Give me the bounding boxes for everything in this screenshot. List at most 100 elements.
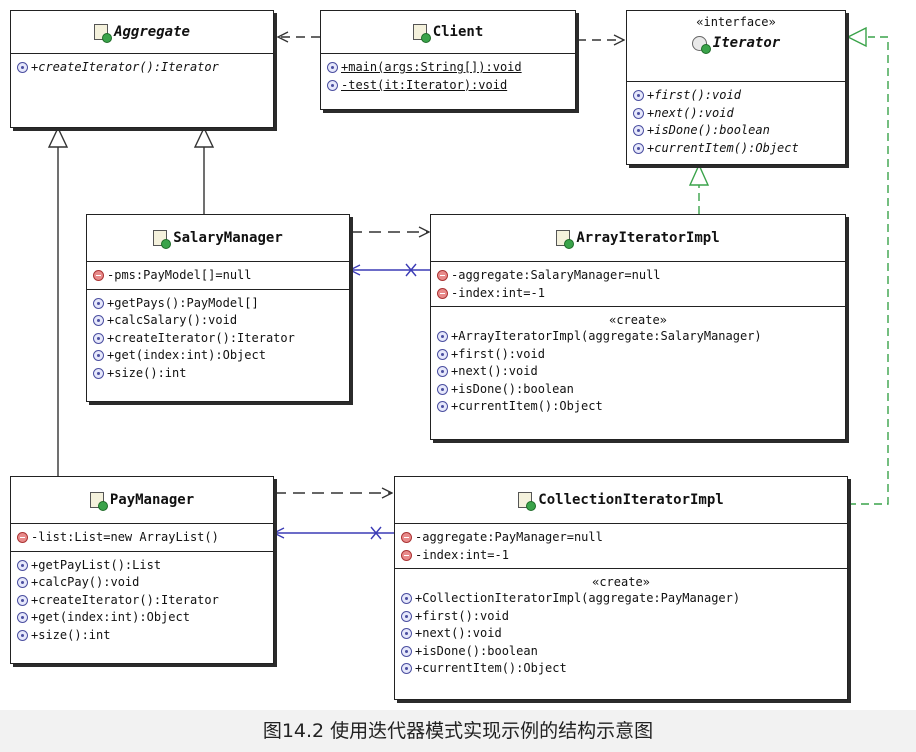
class-aggregate-header: Aggregate: [11, 11, 273, 54]
class-array-iterator-impl-operations: «create» +ArrayIteratorImpl(aggregate:Sa…: [431, 307, 845, 420]
public-method-icon: [437, 366, 448, 378]
public-method-icon: [437, 348, 448, 360]
operation-row: +first():void: [633, 87, 839, 105]
class-array-iterator-impl-name: ArrayIteratorImpl: [576, 230, 720, 246]
operation-row: +createIterator():Iterator: [93, 330, 343, 348]
operation-row: +size():int: [17, 627, 267, 645]
operation-row: +next():void: [633, 105, 839, 123]
class-icon: [412, 24, 431, 43]
operation-row: +CollectionIteratorImpl(aggregate:PayMan…: [401, 590, 841, 608]
class-collection-iterator-impl-operations: «create» +CollectionIteratorImpl(aggrega…: [395, 569, 847, 682]
public-method-icon: [401, 628, 412, 640]
class-array-iterator-impl[interactable]: ArrayIteratorImpl -aggregate:SalaryManag…: [430, 214, 846, 440]
public-method-icon: [401, 610, 412, 622]
operation-row: +size():int: [93, 365, 343, 383]
class-aggregate-name: Aggregate: [114, 24, 190, 40]
attribute-row: -pms:PayModel[]=null: [93, 267, 343, 285]
public-method-icon: [17, 612, 28, 624]
operation-row: +createIterator():Iterator: [17, 59, 267, 77]
interface-iterator-name: Iterator: [712, 35, 781, 51]
operation-row: +currentItem():Object: [633, 140, 839, 158]
interface-icon: [691, 35, 711, 54]
class-salary-manager-operations: +getPays():PayModel[] +calcSalary():void…: [87, 290, 349, 387]
attribute-row: -index:int=-1: [437, 285, 839, 303]
private-field-icon: [437, 270, 448, 282]
class-pay-manager-operations: +getPayList():List +calcPay():void +crea…: [11, 552, 273, 649]
public-method-icon: [93, 315, 104, 327]
public-method-icon: [401, 593, 412, 605]
class-collection-iterator-impl-attributes: -aggregate:PayManager=null -index:int=-1: [395, 524, 847, 569]
class-icon: [94, 24, 113, 43]
operation-row: +calcSalary():void: [93, 312, 343, 330]
operation-row: +createIterator():Iterator: [17, 592, 267, 610]
public-method-icon: [17, 559, 28, 571]
interface-stereotype: «interface»: [696, 15, 776, 29]
class-pay-manager[interactable]: PayManager -list:List=new ArrayList() +g…: [10, 476, 274, 664]
private-field-icon: [93, 270, 104, 282]
realization-arrayiteratorimpl-iterator: [688, 163, 710, 214]
class-pay-manager-attributes: -list:List=new ArrayList(): [11, 524, 273, 552]
operation-row: +first():void: [401, 608, 841, 626]
class-client[interactable]: Client +main(args:String[]):void -test(i…: [320, 10, 576, 110]
relationship-lines: [47, 26, 889, 540]
public-method-icon: [17, 594, 28, 606]
class-aggregate-operations: +createIterator():Iterator: [11, 54, 273, 81]
operation-row: +calcPay():void: [17, 574, 267, 592]
public-method-icon: [633, 142, 644, 154]
class-icon: [556, 230, 575, 249]
class-array-iterator-impl-header: ArrayIteratorImpl: [431, 215, 845, 262]
public-method-icon: [437, 383, 448, 395]
realization-collectioniteratorimpl-iterator: [846, 26, 889, 505]
public-method-icon: [17, 577, 28, 589]
interface-iterator[interactable]: «interface» Iterator +first():void +next…: [626, 10, 846, 165]
class-salary-manager-header: SalaryManager: [87, 215, 349, 262]
class-array-iterator-impl-attributes: -aggregate:SalaryManager=null -index:int…: [431, 262, 845, 307]
public-method-icon: [17, 62, 28, 74]
operation-row: +ArrayIteratorImpl(aggregate:SalaryManag…: [437, 328, 839, 346]
generalization-paymanager-aggregate: [47, 126, 69, 476]
create-stereotype: «create»: [609, 313, 667, 327]
class-collection-iterator-impl-header: CollectionIteratorImpl: [395, 477, 847, 524]
public-method-icon: [93, 350, 104, 362]
public-method-icon: [633, 125, 644, 137]
operation-row: +currentItem():Object: [401, 660, 841, 678]
operation-row: +main(args:String[]):void: [327, 59, 569, 77]
public-method-icon: [93, 297, 104, 309]
private-field-icon: [17, 532, 28, 544]
interface-iterator-operations: +first():void +next():void +isDone():boo…: [627, 82, 845, 161]
public-method-icon: [93, 367, 104, 379]
operation-row: +next():void: [437, 363, 839, 381]
class-aggregate[interactable]: Aggregate +createIterator():Iterator: [10, 10, 274, 128]
public-method-icon: [327, 62, 338, 74]
operation-row: -test(it:Iterator):void: [327, 77, 569, 95]
public-method-icon: [437, 331, 448, 343]
public-method-icon: [401, 663, 412, 675]
operation-row: +isDone():boolean: [633, 122, 839, 140]
association-arrayiteratorimpl-salarymanager: [350, 263, 430, 277]
class-salary-manager-name: SalaryManager: [173, 230, 283, 246]
attribute-row: -aggregate:PayManager=null: [401, 529, 841, 547]
private-field-icon: [401, 549, 412, 561]
attribute-row: -aggregate:SalaryManager=null: [437, 267, 839, 285]
figure-caption: 图14.2 使用迭代器模式实现示例的结构示意图: [0, 710, 916, 752]
class-client-header: Client: [321, 11, 575, 54]
association-collectioniteratorimpl-paymanager: [274, 526, 394, 540]
class-icon: [518, 492, 537, 511]
class-collection-iterator-impl[interactable]: CollectionIteratorImpl -aggregate:PayMan…: [394, 476, 848, 700]
interface-iterator-header: «interface» Iterator: [627, 11, 845, 82]
operation-row: +get(index:int):Object: [93, 347, 343, 365]
class-salary-manager[interactable]: SalaryManager -pms:PayModel[]=null +getP…: [86, 214, 350, 402]
private-method-icon: [327, 79, 338, 91]
public-method-icon: [633, 90, 644, 102]
operation-row: +next():void: [401, 625, 841, 643]
public-method-icon: [93, 332, 104, 344]
attribute-row: -index:int=-1: [401, 547, 841, 565]
class-salary-manager-attributes: -pms:PayModel[]=null: [87, 262, 349, 290]
operation-row: +isDone():boolean: [401, 643, 841, 661]
class-client-operations: +main(args:String[]):void -test(it:Itera…: [321, 54, 575, 98]
public-method-icon: [17, 629, 28, 641]
class-collection-iterator-impl-name: CollectionIteratorImpl: [538, 492, 724, 508]
class-icon: [89, 492, 108, 511]
class-pay-manager-header: PayManager: [11, 477, 273, 524]
create-stereotype: «create»: [592, 575, 650, 589]
